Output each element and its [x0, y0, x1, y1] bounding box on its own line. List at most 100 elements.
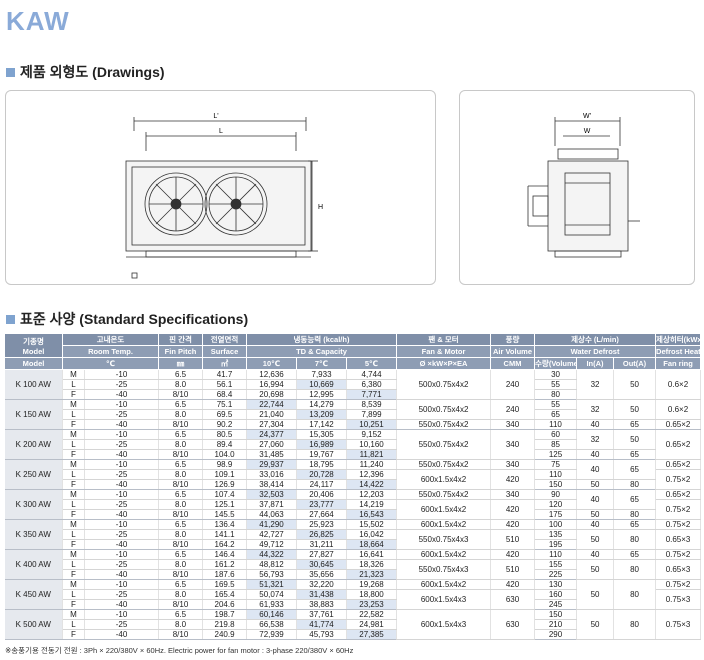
temp-cell: -25 [84, 529, 160, 540]
temp-cell: -40 [84, 539, 160, 550]
capacity-10-cell: 16,994 [246, 379, 298, 390]
surface-cell: 98.9 [202, 459, 248, 470]
capacity-7-cell: 41,774 [296, 619, 348, 630]
fan-motor-cell: 550x0.75x4x3 [396, 559, 492, 580]
temp-cell: -10 [84, 549, 160, 560]
surface-cell: 187.6 [202, 569, 248, 580]
hdr-model-en: Model [4, 357, 63, 370]
dim-l-label: L [219, 128, 223, 135]
fan-motor-cell: 600x1.5x4x2 [396, 549, 492, 560]
class-cell: F [62, 419, 85, 430]
model-name-cell: K 350 AW [4, 519, 63, 550]
surface-cell: 165.4 [202, 589, 248, 600]
fin-pitch-cell: 8/10 [158, 629, 204, 640]
capacity-5-cell: 22,582 [346, 609, 398, 620]
fan-ring-cell: 0.75×2 [655, 519, 702, 530]
fan-motor-cell: 600x1.5x4x3 [396, 609, 492, 640]
capacity-7-cell: 14,279 [296, 399, 348, 410]
surface-cell: 68.4 [202, 389, 248, 400]
out-a-cell: 50 [613, 399, 657, 420]
fan-motor-cell: 550x0.75x4x3 [396, 529, 492, 550]
class-cell: M [62, 399, 85, 410]
surface-cell: 109.1 [202, 469, 248, 480]
temp-cell: -10 [84, 579, 160, 590]
class-cell: M [62, 609, 85, 620]
capacity-7-cell: 31,438 [296, 589, 348, 600]
temp-cell: -10 [84, 399, 160, 410]
water-volume-cell: 135 [534, 529, 578, 540]
capacity-10-cell: 22,744 [246, 399, 298, 410]
hdr-surf-ko: 전열면적 [202, 333, 248, 346]
unit-c7: 7℃ [296, 357, 348, 370]
capacity-5-cell: 10,160 [346, 439, 398, 450]
temp-cell: -40 [84, 509, 160, 520]
capacity-7-cell: 20,406 [296, 489, 348, 500]
class-cell: L [62, 409, 85, 420]
class-cell: F [62, 569, 85, 580]
unit-c5: 5℃ [346, 357, 398, 370]
capacity-10-cell: 12,636 [246, 369, 298, 380]
capacity-5-cell: 14,422 [346, 479, 398, 490]
surface-cell: 125.1 [202, 499, 248, 510]
class-cell: L [62, 499, 85, 510]
capacity-10-cell: 31,485 [246, 449, 298, 460]
fan-ring-cell: 0.65×3 [655, 529, 702, 550]
class-cell: L [62, 469, 85, 480]
class-cell: M [62, 489, 85, 500]
temp-cell: -40 [84, 389, 160, 400]
fan-ring-cell: 0.75×3 [655, 589, 702, 610]
fan-motor-cell: 600x1.5x4x3 [396, 589, 492, 610]
fan-ring-cell: 0.75×3 [655, 609, 702, 640]
water-volume-cell: 110 [534, 469, 578, 480]
capacity-5-cell: 18,800 [346, 589, 398, 600]
surface-cell: 75.1 [202, 399, 248, 410]
fin-pitch-cell: 8.0 [158, 529, 204, 540]
air-volume-cell: 340 [490, 459, 536, 470]
out-a-cell: 80 [613, 529, 657, 550]
fin-pitch-cell: 8/10 [158, 569, 204, 580]
capacity-10-cell: 44,063 [246, 509, 298, 520]
drawings-heading: 제품 외형도 (Drawings) [6, 62, 165, 82]
temp-cell: -40 [84, 629, 160, 640]
capacity-10-cell: 42,727 [246, 529, 298, 540]
capacity-5-cell: 9,152 [346, 429, 398, 440]
capacity-5-cell: 8,539 [346, 399, 398, 410]
class-cell: M [62, 549, 85, 560]
surface-cell: 219.8 [202, 619, 248, 630]
capacity-7-cell: 15,305 [296, 429, 348, 440]
fin-pitch-cell: 6.5 [158, 549, 204, 560]
fin-pitch-cell: 6.5 [158, 369, 204, 380]
side-drawing-panel: W' W [459, 90, 695, 285]
unit-surf: ㎡ [202, 357, 248, 370]
air-volume-cell: 630 [490, 609, 536, 640]
surface-cell: 198.7 [202, 609, 248, 620]
out-a-cell: 65 [613, 519, 657, 530]
capacity-7-cell: 45,793 [296, 629, 348, 640]
capacity-7-cell: 32,220 [296, 579, 348, 590]
out-a-cell: 80 [613, 609, 657, 640]
capacity-5-cell: 16,543 [346, 509, 398, 520]
unit-ring: Fan ring [655, 357, 702, 370]
capacity-5-cell: 14,219 [346, 499, 398, 510]
hdr-fin-en: Fin Pitch [158, 345, 204, 358]
capacity-10-cell: 49,712 [246, 539, 298, 550]
out-a-cell: 50 [613, 429, 657, 450]
fin-pitch-cell: 6.5 [158, 519, 204, 530]
air-volume-cell: 510 [490, 529, 536, 550]
capacity-5-cell: 10,251 [346, 419, 398, 430]
capacity-5-cell: 27,385 [346, 629, 398, 640]
fan-ring-cell: 0.75×2 [655, 469, 702, 490]
water-volume-cell: 55 [534, 379, 578, 390]
water-volume-cell: 175 [534, 509, 578, 520]
section-square-icon [6, 67, 15, 77]
water-volume-cell: 90 [534, 489, 578, 500]
capacity-10-cell: 66,538 [246, 619, 298, 630]
